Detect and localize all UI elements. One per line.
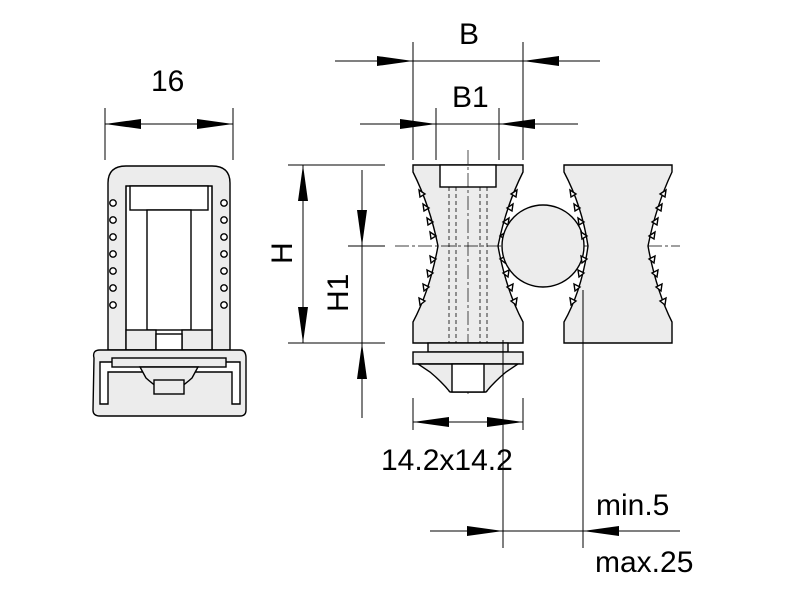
label-b1: B1 [452, 81, 489, 114]
label-b: B [459, 18, 479, 51]
clamp-right-part [563, 164, 673, 344]
side-view [92, 108, 247, 417]
front-teeth-left [418, 188, 438, 307]
right-teeth-left [569, 188, 589, 307]
label-h1: H1 [322, 274, 355, 312]
label-h: H [266, 242, 299, 264]
label-min: min.5 [596, 489, 669, 522]
label-max: max.25 [595, 546, 693, 579]
teeth-left [109, 199, 117, 309]
right-teeth-right [647, 188, 667, 307]
label-nut-size: 14.2x14.2 [381, 444, 513, 477]
teeth-right [220, 199, 228, 309]
label-16: 16 [151, 65, 184, 98]
clamp-range-dimension [430, 290, 680, 548]
